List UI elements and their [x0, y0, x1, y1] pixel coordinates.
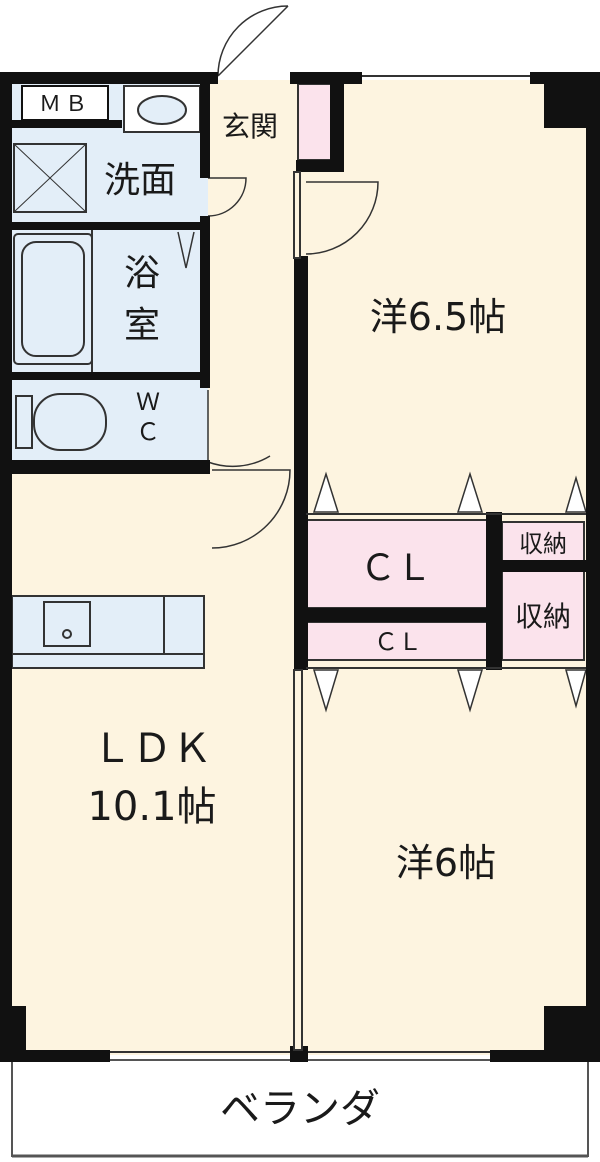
label-entrance: 玄関	[222, 110, 278, 143]
toilet-seat	[33, 393, 107, 451]
entrance-door-swing	[217, 5, 289, 77]
label-closet-lower: ＣＬ	[374, 628, 422, 656]
entrance-floor	[208, 82, 298, 164]
wall-room-left	[294, 256, 308, 670]
label-washroom: 洗面	[104, 160, 176, 201]
corner-ne	[544, 72, 600, 128]
shoe-cabinet	[297, 83, 333, 161]
wall-wet-bottom	[0, 460, 210, 474]
cl-door-up-2	[456, 471, 484, 513]
ldk-door-swing	[211, 469, 291, 549]
ldk-room-sliding-wall	[293, 669, 303, 1051]
wall-top-left	[0, 72, 218, 84]
wall-left	[0, 72, 12, 1062]
corner-se	[544, 1006, 600, 1062]
wall-storage-split	[500, 560, 586, 572]
fixtures	[11, 85, 205, 669]
wall-wet-right	[200, 78, 210, 178]
label-veranda: ベランダ	[220, 1086, 380, 1132]
label-wc-2: Ｃ	[136, 418, 160, 446]
veranda	[11, 1059, 589, 1158]
kitchen-sink	[43, 601, 91, 647]
bath-door-mark	[177, 231, 195, 269]
corner-sw	[0, 1006, 26, 1062]
wall-entrance-right	[330, 72, 344, 172]
cl-door-down-2	[456, 669, 484, 713]
label-room-north: 洋6.5帖	[370, 295, 506, 339]
entry-hall-wall	[293, 171, 301, 259]
washbasin-bowl	[137, 95, 187, 125]
label-storage-lower: 収納	[515, 600, 571, 633]
cl-door-down-1	[312, 669, 340, 713]
label-mb: ＭＢ	[39, 92, 91, 117]
label-storage-upper: 収納	[519, 530, 567, 558]
label-room-south: 洋6帖	[396, 841, 496, 885]
wall-right	[586, 72, 600, 1062]
label-ldk-2: 10.1帖	[87, 784, 216, 830]
walls	[0, 72, 600, 1062]
room-labels: ＭＢ 玄関 洗面 浴 室 Ｗ Ｃ 洋6.5帖 ＣＬ 収納 収納 ＣＬ ＬＤＫ 1…	[39, 92, 571, 1132]
label-bath-2: 室	[124, 305, 160, 346]
partitions	[110, 75, 586, 1053]
bathtub-inner	[21, 241, 85, 357]
wall-wet-split2	[10, 372, 206, 380]
wall-top-right	[290, 72, 362, 84]
label-bath-1: 浴	[124, 253, 160, 294]
label-ldk-1: ＬＤＫ	[92, 726, 212, 772]
wall-wet-right-2	[200, 216, 210, 388]
kitchen-counter	[11, 595, 205, 655]
wall-closet-mid	[486, 512, 502, 670]
washroom-door-swing	[207, 177, 247, 217]
veranda-area	[11, 1059, 589, 1157]
wall-entrance-bottom	[296, 160, 344, 172]
wall-mb-bottom	[10, 120, 122, 128]
cl-door-up-3	[564, 475, 588, 513]
closet-door-marks	[312, 471, 588, 713]
doors	[177, 5, 379, 549]
cl-door-up-1	[312, 471, 340, 513]
wall-bottom-left	[0, 1050, 110, 1062]
label-wc-1: Ｗ	[136, 388, 160, 416]
label-closet-upper: ＣＬ	[360, 548, 432, 589]
room-north-door-swing	[305, 181, 379, 255]
wall-closet-split	[306, 608, 502, 622]
kitchen-island	[11, 653, 205, 669]
pan-diagonal-b	[13, 143, 87, 213]
cl-door-down-3	[565, 669, 587, 709]
toilet-tank	[15, 395, 33, 449]
wall-wet-split1	[10, 222, 206, 230]
sink-drain	[62, 629, 72, 639]
